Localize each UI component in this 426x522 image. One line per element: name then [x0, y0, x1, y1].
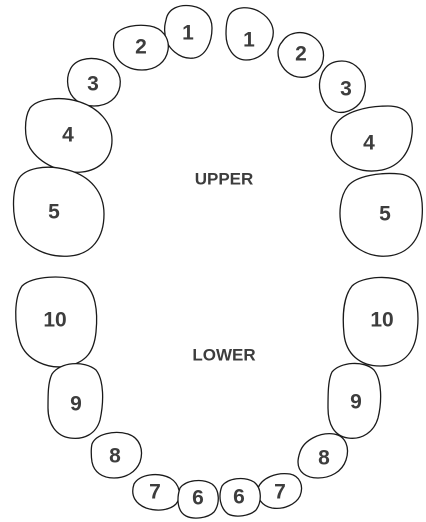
- tooth-lower-8-left[interactable]: 8: [91, 432, 141, 478]
- tooth-number: 4: [363, 132, 375, 155]
- tooth-number: 6: [192, 487, 204, 510]
- tooth-number: 7: [149, 481, 161, 504]
- tooth-lower-8-right[interactable]: 8: [298, 434, 348, 478]
- tooth-number: 9: [70, 393, 82, 416]
- tooth-number: 5: [48, 201, 60, 224]
- tooth-lower-7-left[interactable]: 7: [133, 475, 180, 510]
- tooth-number: 7: [274, 481, 286, 504]
- tooth-upper-2-right[interactable]: 2: [278, 33, 324, 78]
- tooth-upper-3-right[interactable]: 3: [320, 61, 366, 112]
- tooth-upper-1-right[interactable]: 1: [226, 8, 273, 60]
- tooth-number: 10: [43, 309, 66, 332]
- tooth-number: 6: [233, 486, 245, 509]
- tooth-lower-10-right[interactable]: 10: [343, 277, 418, 366]
- lower-arch: 10 10 9 9 8 8 7: [16, 277, 418, 518]
- tooth-lower-10-left[interactable]: 10: [16, 277, 97, 367]
- tooth-lower-6-left[interactable]: 6: [178, 481, 218, 519]
- tooth-number: 3: [87, 73, 99, 96]
- tooth-number: 8: [109, 445, 121, 468]
- tooth-number: 1: [243, 29, 255, 52]
- tooth-number: 2: [135, 36, 147, 59]
- tooth-upper-4-left[interactable]: 4: [26, 99, 113, 173]
- tooth-number: 1: [182, 22, 194, 45]
- tooth-number: 4: [62, 124, 74, 147]
- tooth-upper-4-right[interactable]: 4: [331, 106, 412, 171]
- tooth-number: 2: [295, 43, 307, 66]
- tooth-upper-1-left[interactable]: 1: [165, 6, 212, 59]
- upper-arch: 1 1 2 2 3 3 4: [14, 6, 423, 257]
- tooth-lower-7-right[interactable]: 7: [258, 474, 302, 509]
- tooth-lower-9-left[interactable]: 9: [48, 364, 103, 439]
- tooth-number: 5: [379, 203, 391, 226]
- upper-arch-label: UPPER: [195, 170, 254, 189]
- tooth-upper-2-left[interactable]: 2: [114, 25, 169, 70]
- tooth-lower-9-right[interactable]: 9: [328, 363, 381, 438]
- tooth-number: 3: [340, 78, 352, 101]
- tooth-upper-5-left[interactable]: 5: [14, 167, 105, 256]
- tooth-number: 10: [370, 309, 393, 332]
- tooth-upper-3-left[interactable]: 3: [68, 58, 121, 106]
- lower-arch-label: LOWER: [192, 346, 255, 365]
- tooth-number: 9: [350, 391, 362, 414]
- tooth-lower-6-right[interactable]: 6: [220, 479, 260, 517]
- tooth-upper-5-right[interactable]: 5: [340, 174, 422, 257]
- tooth-number: 8: [318, 447, 330, 470]
